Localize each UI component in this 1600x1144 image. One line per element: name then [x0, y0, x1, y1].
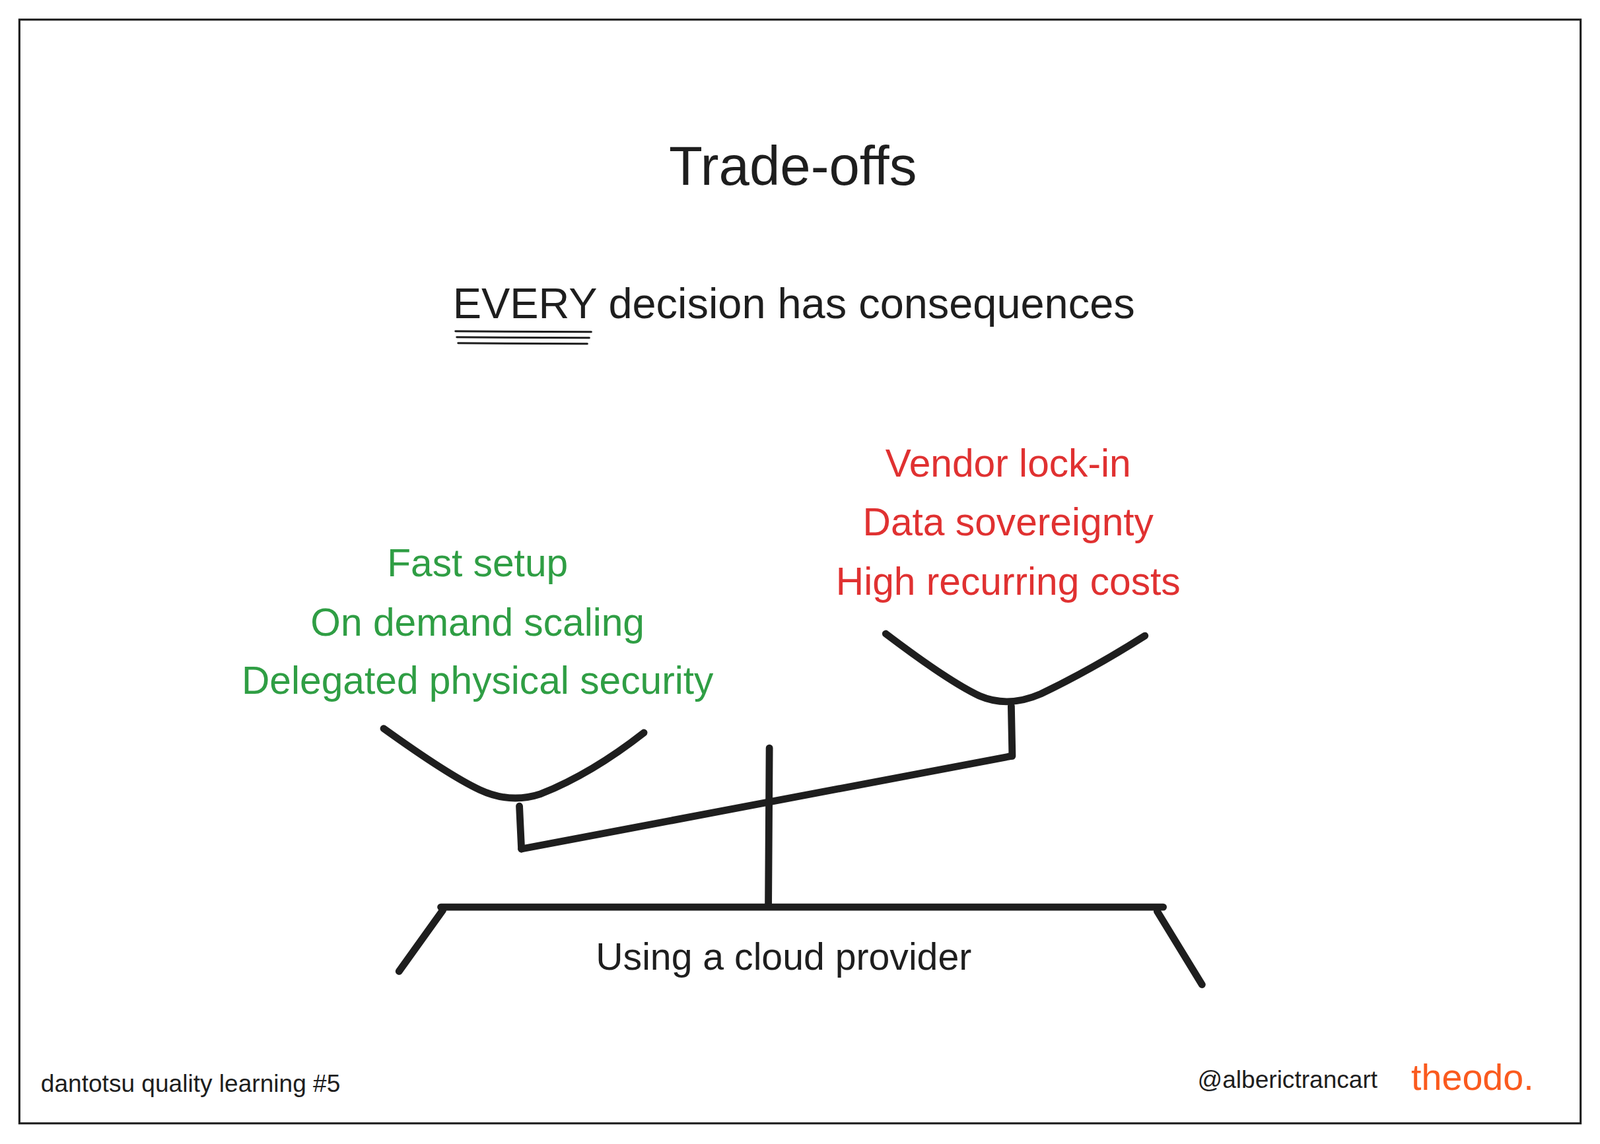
- con-text: Vendor lock-in: [885, 441, 1132, 487]
- con-text: Data sovereignty: [863, 499, 1154, 545]
- base-leg-left: [398, 910, 443, 973]
- con-text: High recurring costs: [835, 559, 1181, 605]
- right-pan: [885, 633, 1146, 702]
- left-stem: [519, 806, 522, 850]
- frame-border: [19, 19, 1581, 1124]
- left-pan: [383, 729, 644, 799]
- pivot-post: [768, 748, 770, 905]
- author-handle: @alberictrancart: [1197, 1065, 1379, 1095]
- series-footer: dantotsu quality learning #5: [40, 1069, 341, 1099]
- right-stem: [1010, 706, 1013, 757]
- emphasis-underline: [456, 337, 590, 339]
- pro-text: Fast setup: [386, 540, 568, 586]
- decision-text: Using a cloud provider: [595, 935, 972, 980]
- emphasis-underline: [455, 331, 592, 333]
- title-text: Trade-offs: [668, 134, 917, 199]
- base-bar: [441, 904, 1164, 912]
- subtitle-text: EVERY decision has consequences: [452, 279, 1136, 329]
- pro-text: Delegated physical security: [241, 658, 714, 704]
- pro-text: On demand scaling: [310, 600, 645, 646]
- brand-logo: theodo.: [1411, 1057, 1534, 1100]
- emphasis-underline: [458, 343, 588, 345]
- base-leg-right: [1156, 911, 1202, 985]
